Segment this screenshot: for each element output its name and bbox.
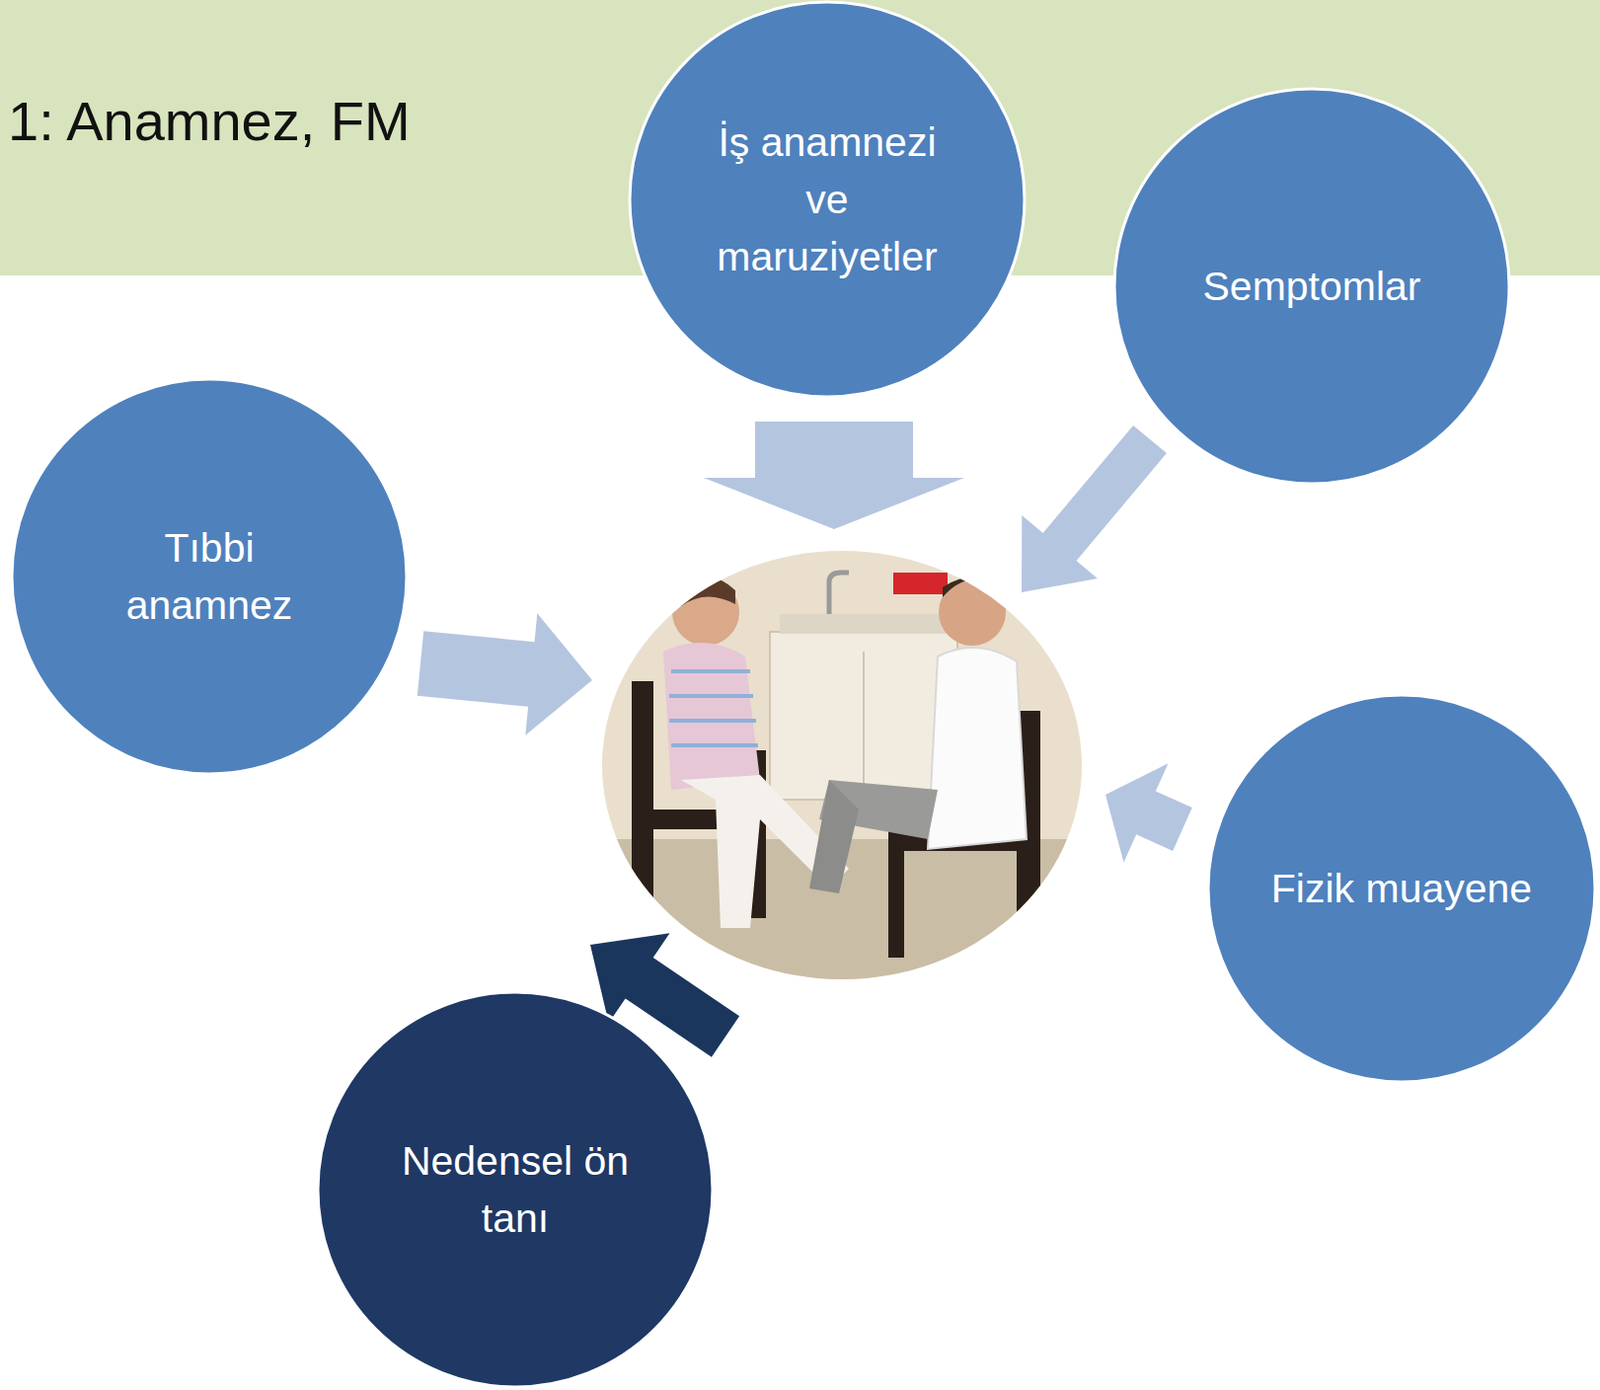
text-holder: Semptomlar bbox=[1153, 257, 1470, 315]
node-label: Fizik muayene bbox=[1268, 859, 1535, 917]
text-holder: Tıbbi anamnez bbox=[95, 519, 323, 634]
cabinet bbox=[769, 631, 958, 800]
circle-shape bbox=[11, 379, 407, 774]
text-holder: Fizik muayene bbox=[1268, 859, 1535, 917]
circle-node: Nedensel ön tanı bbox=[315, 990, 715, 1389]
faucet bbox=[829, 572, 849, 614]
block-arrow bbox=[1021, 425, 1167, 593]
node-label: İş anamnezi ve maruziyetler bbox=[693, 113, 961, 287]
slide-title: 1: Anamnez, FM bbox=[7, 88, 411, 153]
node-label: Semptomlar bbox=[1153, 257, 1470, 315]
circle-node: Tıbbi anamnez bbox=[9, 377, 409, 776]
text-holder: İş anamnezi ve maruziyetler bbox=[693, 113, 961, 287]
circle-shape bbox=[317, 991, 713, 1387]
block-arrow bbox=[1105, 762, 1193, 862]
trousers bbox=[809, 779, 859, 894]
block-arrow bbox=[417, 612, 593, 735]
sweater bbox=[663, 642, 761, 790]
stripes bbox=[669, 671, 759, 746]
counter bbox=[779, 613, 948, 634]
circle-node: İş anamnezi ve maruziyetler bbox=[627, 0, 1027, 399]
sign bbox=[893, 572, 948, 595]
chair bbox=[631, 681, 654, 909]
hair bbox=[942, 576, 1005, 598]
node-label: Tıbbi anamnez bbox=[95, 519, 323, 634]
wall bbox=[592, 542, 1096, 988]
chair bbox=[888, 838, 905, 958]
photo bbox=[592, 542, 1096, 988]
circle-shape bbox=[1208, 694, 1596, 1082]
white-coat bbox=[927, 647, 1027, 849]
circle-outline bbox=[9, 377, 409, 776]
cabinet-line bbox=[862, 651, 865, 800]
circle-node: Semptomlar bbox=[1112, 86, 1512, 486]
text-holder: Nedensel ön tanı bbox=[381, 1132, 649, 1247]
circle-node: Fizik muayene bbox=[1206, 692, 1598, 1084]
circle-shape bbox=[1114, 88, 1510, 484]
hair bbox=[681, 576, 736, 607]
circle-outline bbox=[315, 990, 715, 1389]
node-label: Nedensel ön tanı bbox=[381, 1132, 649, 1247]
circle-shape bbox=[629, 1, 1025, 397]
block-arrow bbox=[703, 421, 965, 530]
